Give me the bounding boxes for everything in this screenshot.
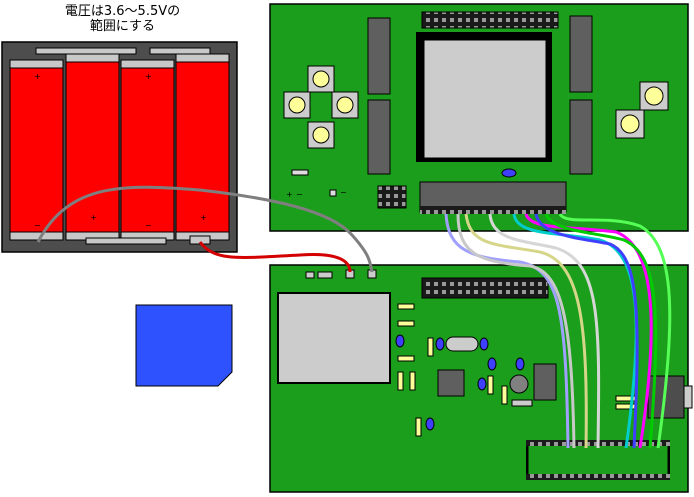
svg-text:+: + [200, 213, 207, 222]
bottom-ic-small [437, 369, 465, 397]
voltage-caption: 電圧は3.6～5.5Vの 範囲にする [40, 4, 205, 34]
wire-signal-2 [456, 213, 576, 449]
wire-positive [198, 241, 352, 273]
battery-cell-3: + − [120, 59, 175, 241]
svg-text:−: − [34, 221, 41, 230]
top-button-a[interactable] [639, 81, 669, 111]
bottom-transistor [509, 374, 529, 394]
wire-signal-7 [534, 213, 639, 449]
battery-pack: + − + + − + [1, 41, 238, 253]
top-small-header [377, 185, 407, 209]
bottom-lcd-module [277, 292, 391, 384]
wire-signal-3 [464, 213, 588, 449]
bottom-crystal [445, 336, 479, 352]
top-ic-left-1 [367, 17, 391, 95]
top-ic-right-2 [569, 99, 593, 175]
wire-signal-4 [488, 213, 601, 449]
top-button-right[interactable] [331, 91, 359, 119]
top-ic-right-1 [569, 15, 593, 93]
battery-cell-4: + [175, 53, 230, 241]
svg-text:−: − [340, 188, 347, 197]
svg-text:+: + [286, 190, 293, 199]
top-pin-header [421, 11, 559, 29]
svg-text:−: − [296, 190, 303, 199]
svg-text:+: + [90, 213, 97, 222]
svg-text:+: + [145, 72, 152, 81]
top-led [501, 168, 517, 178]
voltage-caption-line1: 電圧は3.6～5.5Vの [64, 4, 181, 19]
bottom-board [269, 264, 693, 493]
top-ic-left-2 [367, 99, 391, 175]
svg-text:−: − [145, 221, 152, 230]
wire-signal-1 [444, 213, 570, 449]
top-board: + − − [269, 3, 689, 232]
sd-card [135, 304, 233, 387]
wire-signal-8 [544, 213, 658, 449]
battery-cell-1: + − [9, 59, 64, 241]
battery-cell-2: + [65, 53, 120, 241]
wire-signal-9 [558, 212, 672, 449]
top-button-b[interactable] [615, 109, 645, 139]
top-button-down[interactable] [307, 121, 335, 149]
top-button-left[interactable] [283, 91, 311, 119]
svg-text:+: + [34, 72, 41, 81]
wire-negative [36, 185, 374, 273]
power-wires [36, 185, 374, 273]
top-button-up[interactable] [307, 65, 335, 93]
bottom-pin-header [421, 277, 549, 299]
voltage-caption-line2: 範囲にする [89, 19, 156, 34]
signal-wires [444, 212, 672, 449]
